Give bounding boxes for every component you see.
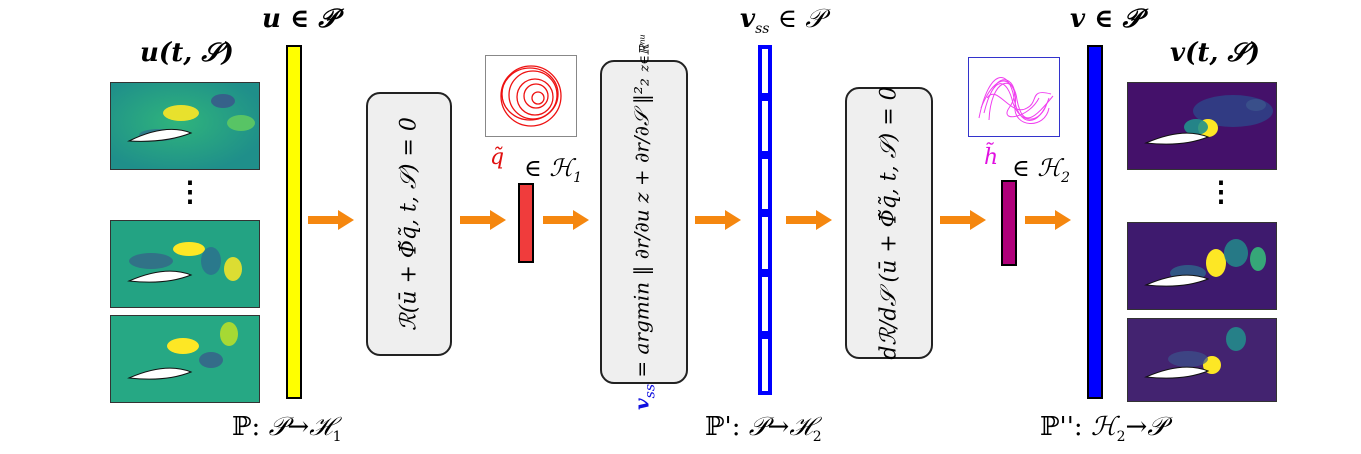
bar-v-ss-segment [762,269,768,277]
flow-snapshot-middle [110,220,260,308]
arrow-right-icon-6 [940,210,986,230]
u-in-p-label: u ∈ 𝒫 [262,4,337,34]
bar-v-ss-segment [762,331,768,339]
sensitivity-equation-text: dℛ/d𝒮 (ū + Φ̃q̃, t, 𝒮) = 0 [876,86,902,360]
h-tilde-label: h̃ [984,145,999,170]
bar-u-full-state [286,45,302,399]
map-p-prime-label: ℙ': 𝒫→ℋ2 [705,412,822,445]
flow-snapshot-bottom [110,315,260,403]
bar-v-ss-segment [762,93,768,101]
argmin-equation-box: vss = argmin ‖ ∂r/∂u z + ∂r/∂𝒮 ‖²₂ z∈ℝⁿᵘ [600,34,688,410]
h-in-h2-label: ∈ ℋ2 [1012,154,1071,186]
bar-v-sensitivity [1087,45,1103,399]
q-in-h1-label: ∈ ℋ1 [524,154,583,186]
argmin-equation-text: vss = argmin ‖ ∂r/∂u z + ∂r/∂𝒮 ‖²₂ z∈ℝⁿᵘ [629,34,659,410]
bar-v-ss-segment [762,209,768,217]
u-of-t-s-label: u(t, 𝒮) [140,38,234,68]
sensitivity-snapshot-bottom [1127,318,1277,402]
ellipsis-dots-left: ⋮ [176,175,204,208]
ellipsis-dots-right: ⋮ [1207,175,1235,208]
flow-snapshot-top [110,82,260,170]
bar-v-ss-segment [762,151,768,159]
v-of-t-s-label: v(t, 𝒮) [1170,38,1260,68]
sensitivity-snapshot-top [1127,82,1277,170]
h-trajectory-plot [968,57,1060,137]
map-p-label: ℙ: 𝒫→ℋ1 [232,412,342,445]
sensitivity-snapshot-middle [1127,222,1277,310]
arrow-right-icon-4 [695,210,741,230]
bar-v-ss [758,45,772,395]
q-trajectory-plot [485,55,577,137]
sensitivity-equation-box: dℛ/d𝒮 (ū + Φ̃q̃, t, 𝒮) = 0 [845,86,933,360]
v-ss-in-p-label: vss ∈ 𝒫 [740,4,825,37]
arrow-right-icon-7 [1025,210,1071,230]
bar-h-reduced [1001,180,1017,266]
v-in-p-label: v ∈ 𝒫 [1070,4,1142,34]
arrow-right-icon-2 [460,210,506,230]
arrow-right-icon-3 [543,210,589,230]
residual-equation-text: ℛ(ū + Φ̃q̃, t, 𝒮) = 0 [396,117,422,331]
arrow-right-icon-5 [786,210,832,230]
bar-q-reduced [518,183,534,263]
map-p-double-prime-label: ℙ'': ℋ2→𝒫 [1040,412,1167,445]
arrow-right-icon-1 [308,210,354,230]
q-tilde-label: q̃ [490,145,505,170]
residual-equation-box: ℛ(ū + Φ̃q̃, t, 𝒮) = 0 [366,92,452,356]
